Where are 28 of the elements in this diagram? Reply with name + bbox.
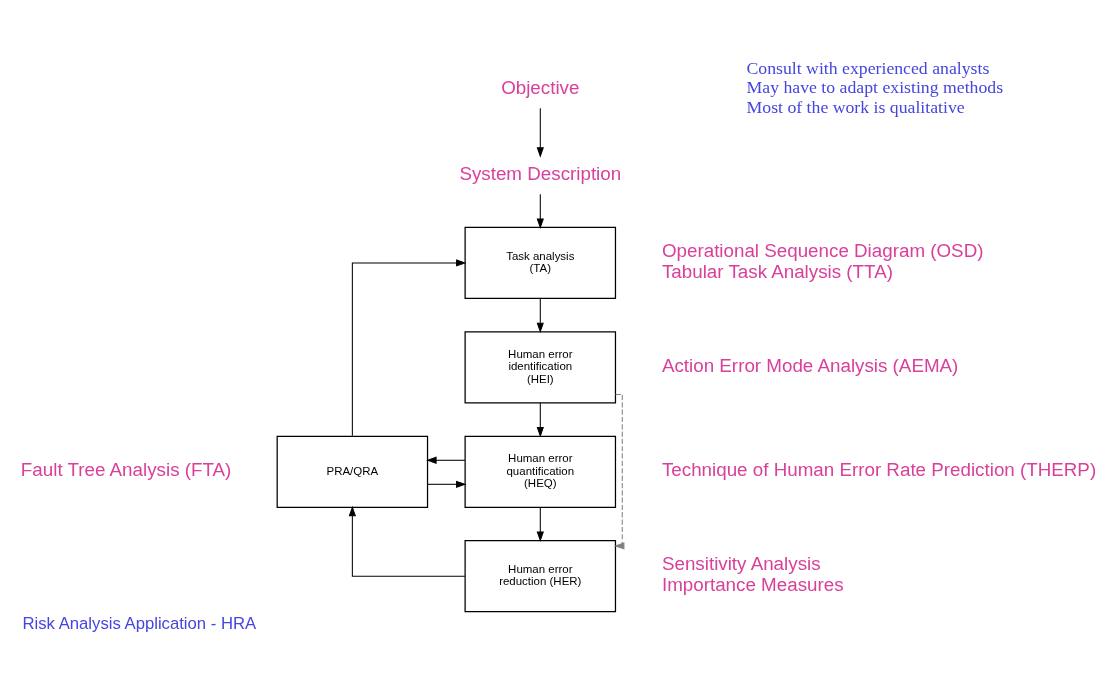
caption: Risk Analysis Application - HRA <box>22 614 257 634</box>
node-label: Importance Measures <box>661 574 844 596</box>
node-label: Action Error Mode Analysis (AEMA) <box>661 354 959 376</box>
arrow <box>348 505 466 577</box>
arrow <box>536 506 544 542</box>
node-text: System Description <box>459 162 622 184</box>
arrow <box>613 394 625 550</box>
node-label: Tabular Task Analysis (TTA) <box>661 260 893 282</box>
arrow <box>536 193 544 229</box>
arrow <box>536 402 544 438</box>
node-label: Sensitivity Analysis <box>661 553 821 575</box>
label: Most of the work is qualitative <box>746 97 965 118</box>
node-box: Human error quantification (HEQ) <box>464 435 617 508</box>
arrow <box>427 480 467 488</box>
node-label: Fault Tree Analysis (FTA) <box>20 459 232 481</box>
node-box: PRA/QRA <box>276 435 429 508</box>
label: Consult with experienced analysts <box>746 57 990 78</box>
arrow <box>536 107 544 158</box>
node-box: Human error identification (HEI) <box>464 331 617 404</box>
arrow <box>426 456 466 464</box>
node-box: Human error reduction (HER) <box>464 540 617 613</box>
node-text: Objective <box>501 76 580 98</box>
node-label: Operational Sequence Diagram (OSD) <box>661 240 984 262</box>
label: May have to adapt existing methods <box>746 77 1004 98</box>
node-box: Task analysis (TA) <box>464 226 617 300</box>
node-label: Technique of Human Error Rate Prediction (THERP) <box>661 459 1097 481</box>
arrow <box>351 259 467 437</box>
arrow <box>536 298 544 334</box>
